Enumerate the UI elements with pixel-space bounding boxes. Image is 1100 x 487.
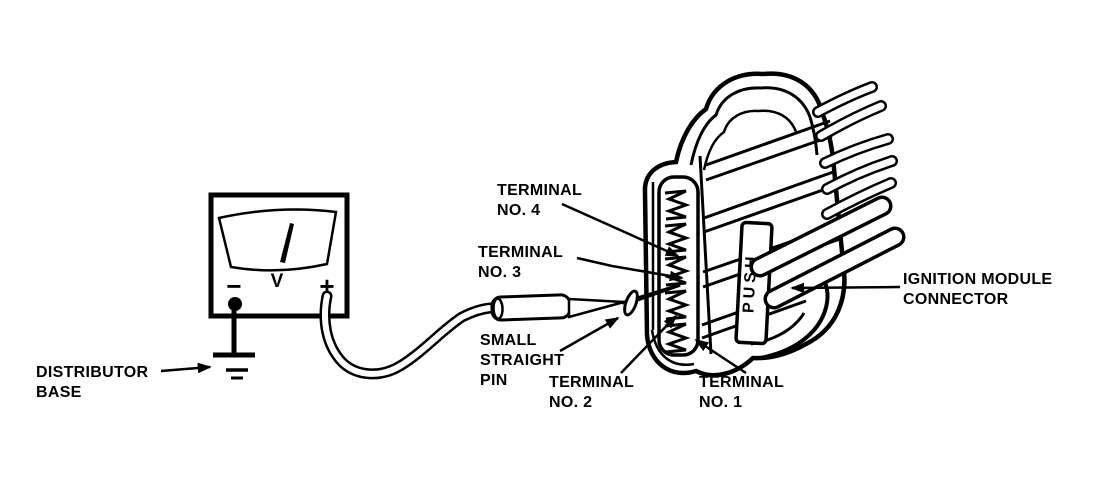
terminal-1-label: TERMINAL NO. 1 bbox=[699, 373, 784, 413]
small-straight-pin-label: SMALL STRAIGHT PIN bbox=[480, 331, 564, 391]
pin-collar bbox=[623, 289, 639, 317]
harness-wires bbox=[812, 81, 898, 220]
ignition-module-connector-line2: CONNECTOR bbox=[903, 291, 1009, 308]
terminal-2-line1: TERMINAL bbox=[549, 374, 635, 391]
small-straight-pin-line3: PIN bbox=[480, 372, 508, 389]
connector-arch-inner2 bbox=[702, 109, 798, 171]
terminal-slot-4 bbox=[664, 222, 691, 254]
terminal-slot-1 bbox=[664, 322, 691, 354]
terminal-4-line2: NO. 4 bbox=[497, 202, 541, 219]
straight-pin-tip bbox=[636, 283, 681, 302]
leader-terminal-2 bbox=[620, 314, 678, 374]
leader-terminal-3 bbox=[576, 256, 684, 282]
terminal-3-label: TERMINAL NO. 3 bbox=[478, 243, 563, 283]
voltmeter-needle bbox=[280, 223, 294, 263]
terminal-3-line2: NO. 3 bbox=[478, 264, 522, 281]
leader-distributor-base bbox=[160, 362, 212, 374]
small-straight-pin-line1: SMALL bbox=[480, 332, 537, 349]
test-probe bbox=[490, 283, 681, 322]
leader-terminal-1 bbox=[694, 338, 747, 375]
ground-symbol bbox=[213, 352, 255, 380]
connector-drawing: PUSH bbox=[642, 71, 906, 378]
terminal-3-line1: TERMINAL bbox=[478, 244, 564, 261]
test-lead-wire bbox=[319, 290, 496, 380]
distributor-base-line1: DISTRIBUTOR bbox=[36, 364, 149, 381]
leader-arrows bbox=[160, 202, 901, 375]
terminal-slots bbox=[664, 189, 691, 354]
voltmeter: V − + bbox=[208, 192, 350, 353]
ignition-module-connector-label: IGNITION MODULE CONNECTOR bbox=[903, 270, 1052, 310]
terminal-4-label: TERMINAL NO. 4 bbox=[497, 181, 582, 221]
connector-bottom-inner-curve bbox=[650, 329, 695, 366]
leader-ignition-module-connector bbox=[790, 282, 901, 294]
leader-small-straight-pin bbox=[559, 316, 620, 353]
terminal-slot-2 bbox=[664, 289, 691, 321]
terminal-1-line2: NO. 1 bbox=[699, 394, 743, 411]
terminal-2-label: TERMINAL NO. 2 bbox=[549, 373, 634, 413]
ignition-module-connector-line1: IGNITION MODULE bbox=[903, 271, 1053, 288]
leader-terminal-4 bbox=[561, 202, 680, 258]
terminal-slot-top bbox=[664, 189, 691, 221]
distributor-base-line2: BASE bbox=[36, 384, 82, 401]
connector-latch: PUSH bbox=[734, 220, 774, 346]
voltmeter-dial bbox=[217, 208, 338, 272]
voltmeter-unit-label: V bbox=[271, 271, 284, 292]
small-straight-pin-line2: STRAIGHT bbox=[480, 352, 565, 369]
probe-taper bbox=[567, 297, 625, 319]
probe-handle-cap bbox=[492, 297, 504, 320]
terminal-2-line2: NO. 2 bbox=[549, 394, 593, 411]
distributor-base-label: DISTRIBUTOR BASE bbox=[36, 363, 148, 403]
terminal-1-line1: TERMINAL bbox=[699, 374, 785, 391]
voltmeter-minus-label: − bbox=[226, 271, 241, 301]
terminal-slot-3 bbox=[664, 255, 691, 287]
terminal-4-line1: TERMINAL bbox=[497, 182, 583, 199]
